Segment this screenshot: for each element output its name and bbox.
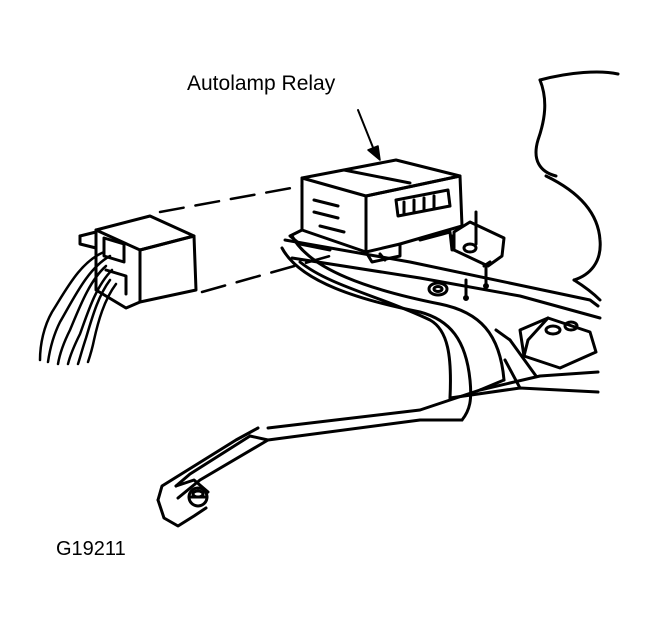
autolamp-relay [288,158,464,264]
dash-panel [534,70,620,302]
figure-id: G19211 [56,538,126,560]
callout-arrow [357,109,381,161]
support-bracket [156,234,602,528]
wire-harness [38,250,118,366]
relay-mounting-stud [450,210,506,301]
connection-guides [158,184,332,294]
relay-connector [78,214,198,310]
autolamp-relay-label: Autolamp Relay [187,72,336,95]
